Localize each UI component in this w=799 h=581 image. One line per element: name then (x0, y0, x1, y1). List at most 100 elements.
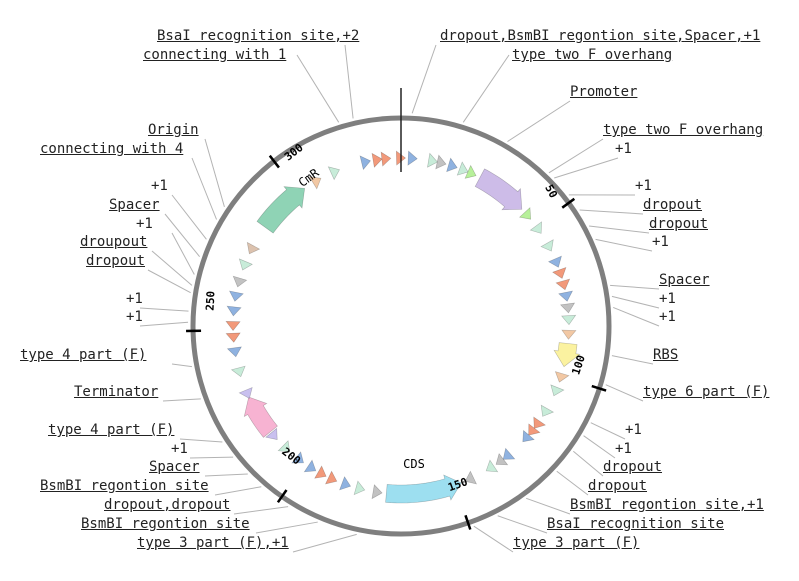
label-droupout-left[interactable]: droupout (80, 234, 147, 251)
leader-line (205, 474, 248, 476)
feature-part-arrow (226, 333, 240, 342)
leader-line (463, 55, 509, 122)
feature-part-arrow (372, 485, 382, 499)
label-plus1-l2[interactable]: +1 (136, 216, 153, 233)
label-plus1-l4[interactable]: +1 (126, 309, 143, 326)
label-plus1-r2[interactable]: +1 (635, 178, 652, 195)
feature-part-arrow (381, 152, 391, 166)
feature-part-arrow (408, 151, 417, 165)
label-promoter[interactable]: Promoter (570, 84, 637, 101)
leader-line (573, 451, 603, 476)
label-dropout-r1[interactable]: dropout (643, 197, 702, 214)
label-terminator[interactable]: Terminator (74, 384, 158, 401)
feature-part-arrow (232, 366, 246, 376)
label-plus1-r3[interactable]: +1 (652, 234, 669, 251)
feature-part-arrow (551, 385, 564, 396)
label-plus1-r4[interactable]: +1 (659, 291, 676, 308)
feature-part-arrow (486, 460, 497, 472)
label-plus1-l3[interactable]: +1 (126, 291, 143, 308)
feature-part-arrow (541, 240, 553, 251)
label-connecting-with-4[interactable]: connecting with 4 (40, 141, 183, 158)
feature-part-arrow (227, 306, 241, 316)
leader-line (596, 239, 652, 251)
label-plus1-l5[interactable]: +1 (171, 441, 188, 458)
leader-line (234, 507, 288, 514)
feature-part-arrow (354, 481, 365, 494)
leader-line (148, 270, 191, 293)
leader-line (172, 233, 194, 274)
promoter-feature-arrow (475, 169, 522, 210)
leader-line (163, 399, 201, 401)
leader-line (498, 516, 547, 533)
label-type-two-f-right[interactable]: type two F overhang (603, 122, 763, 139)
label-bsmbi-left-2[interactable]: BsmBI regontion site (81, 516, 250, 533)
label-bsai-right[interactable]: BsaI recognition site (547, 516, 724, 533)
feature-part-arrow (326, 471, 337, 484)
feature-part-arrow (233, 276, 246, 287)
feature-part-arrow (549, 256, 562, 267)
label-type-two-f-top[interactable]: type two F overhang (512, 47, 672, 64)
feature-part-arrow (447, 158, 458, 171)
label-plus1-r7[interactable]: +1 (615, 441, 632, 458)
terminator-feature-arrow (244, 397, 277, 437)
label-bsai-top[interactable]: BsaI recognition site,+2 (157, 28, 359, 45)
label-plus1-r1[interactable]: +1 (615, 141, 632, 158)
label-dropout-r2[interactable]: dropout (649, 216, 708, 233)
leader-line (580, 210, 643, 214)
feature-part-arrow (562, 330, 576, 339)
label-dropout-left-1[interactable]: dropout (86, 253, 145, 270)
label-dropout-r3[interactable]: dropout (603, 459, 662, 476)
leader-line (345, 45, 353, 118)
feature-part-arrow (457, 162, 468, 175)
label-type-4-part-f-1[interactable]: type 4 part (F) (20, 347, 146, 364)
feature-part-arrow (436, 155, 446, 169)
feature-part-arrow (304, 460, 315, 472)
label-plus1-r5[interactable]: +1 (659, 309, 676, 326)
feature-part-arrow (553, 267, 566, 278)
feature-part-arrow (427, 153, 437, 167)
leader-line (613, 307, 659, 326)
label-spacer-right[interactable]: Spacer (659, 272, 710, 289)
leader-line (152, 251, 192, 285)
label-dropout-dropout-left[interactable]: dropout,dropout (104, 497, 230, 514)
leader-line (215, 487, 261, 495)
cmr-feature-arrow (257, 187, 305, 234)
label-type-6-part-f[interactable]: type 6 part (F) (643, 384, 769, 401)
label-spacer-left-2[interactable]: Spacer (149, 459, 200, 476)
leader-line (256, 522, 318, 533)
feature-part-arrow (360, 156, 370, 170)
label-type-3-part-f-left[interactable]: type 3 part (F),+1 (137, 535, 289, 552)
label-bsmbi-right[interactable]: BsmBI regontion site,+1 (570, 497, 764, 514)
label-dropout-bsmbi-spacer-top[interactable]: dropout,BsmBI regontion site,Spacer,+1 (440, 28, 760, 45)
label-plus1-l1[interactable]: +1 (151, 178, 168, 195)
label-connecting-with-1[interactable]: connecting with 1 (143, 47, 286, 64)
leader-line (557, 471, 588, 495)
label-type-3-part-f-right[interactable]: type 3 part (F) (513, 535, 639, 552)
leader-line (293, 534, 357, 552)
label-plus1-r6[interactable]: +1 (625, 422, 642, 439)
cmr-feature-label: CmR (296, 165, 322, 190)
label-dropout-r4[interactable]: dropout (588, 478, 647, 495)
cds-feature-label: CDS (403, 457, 425, 471)
leader-line (172, 364, 192, 367)
leader-line (591, 423, 625, 439)
feature-arrows[interactable] (226, 151, 580, 503)
label-rbs[interactable]: RBS (653, 347, 678, 364)
feature-part-arrow (340, 477, 351, 490)
leader-line (554, 158, 618, 178)
label-origin[interactable]: Origin (148, 122, 199, 139)
leader-line (612, 296, 659, 308)
plasmid-backbone-ring (193, 118, 609, 534)
leader-line (612, 356, 653, 364)
label-type-4-part-f-2[interactable]: type 4 part (F) (48, 422, 174, 439)
feature-part-arrow (555, 372, 568, 383)
leader-line (589, 226, 649, 233)
position-tick-labels: 50 100 150 200 250 300 (203, 141, 587, 494)
feature-part-arrow (372, 153, 382, 167)
label-bsmbi-left-1[interactable]: BsmBI regontion site (40, 478, 209, 495)
label-spacer-left-1[interactable]: Spacer (109, 197, 160, 214)
leader-line (190, 457, 233, 458)
feature-part-arrow (534, 417, 546, 428)
feature-part-arrow (530, 222, 541, 234)
